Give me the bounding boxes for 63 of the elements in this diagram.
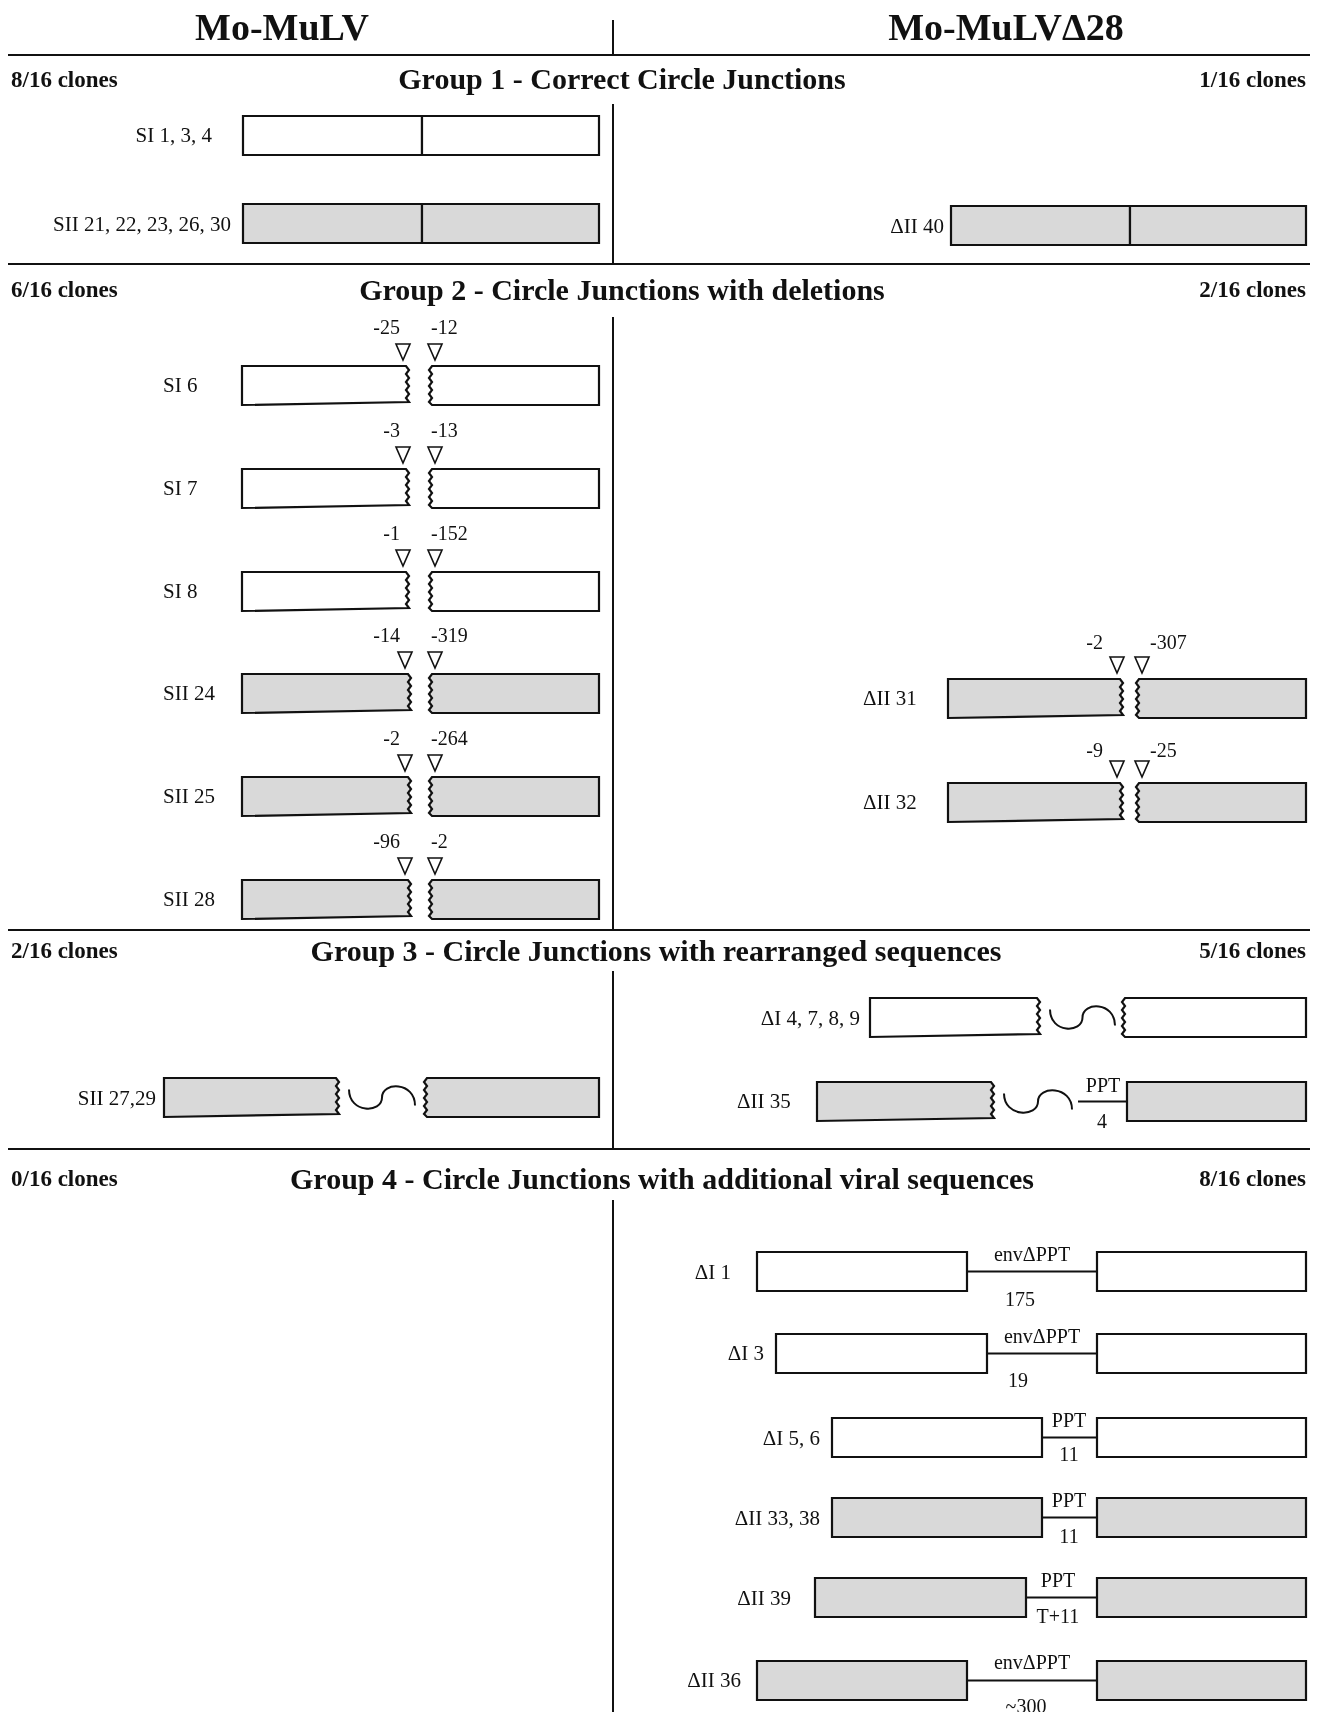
- sequence-name: envΔPPT: [993, 1652, 1071, 1672]
- deletion-position: -319: [431, 625, 468, 645]
- clone-count: 5/16 clones: [1199, 938, 1306, 962]
- sequence-name: PPT: [1051, 1410, 1087, 1430]
- sequence-name: PPT: [1085, 1075, 1121, 1095]
- sequence-length: T+11: [1036, 1606, 1080, 1626]
- sequence-name: envΔPPT: [1003, 1326, 1081, 1346]
- clone-label: ΔII 33, 38: [734, 1507, 820, 1529]
- clone-count: 1/16 clones: [1199, 67, 1306, 91]
- sequence-length: 11: [1059, 1444, 1079, 1464]
- clone-label: SI 1, 3, 4: [135, 124, 212, 146]
- clone-label: SI 6: [163, 374, 198, 396]
- clone-label: ΔII 31: [863, 687, 917, 709]
- deletion-position: -9: [1086, 740, 1103, 760]
- clone-label: ΔI 5, 6: [762, 1427, 820, 1449]
- sequence-length: 4: [1097, 1111, 1107, 1131]
- clone-count: 2/16 clones: [1199, 277, 1306, 301]
- clone-label: SII 25: [163, 785, 215, 807]
- clone-count: 0/16 clones: [11, 1166, 118, 1190]
- deletion-position: -3: [383, 420, 400, 440]
- deletion-position: -264: [431, 728, 468, 748]
- sequence-length: 175: [1005, 1289, 1035, 1309]
- clone-label: SII 21, 22, 23, 26, 30: [53, 213, 231, 235]
- clone-label: ΔI 3: [727, 1342, 764, 1364]
- clone-count: 8/16 clones: [1199, 1166, 1306, 1190]
- clone-label: SII 28: [163, 888, 215, 910]
- sequence-name: PPT: [1040, 1570, 1076, 1590]
- clone-label: SII 24: [163, 682, 215, 704]
- deletion-position: -96: [373, 831, 400, 851]
- deletion-position: -2: [383, 728, 400, 748]
- sequence-name: PPT: [1051, 1490, 1087, 1510]
- clone-label: SII 27,29: [77, 1087, 156, 1109]
- clone-label: SI 8: [163, 580, 198, 602]
- clone-label: ΔII 40: [890, 215, 944, 237]
- deletion-position: -307: [1150, 632, 1187, 652]
- deletion-position: -2: [1086, 632, 1103, 652]
- group-heading: Group 2 - Circle Junctions with deletions: [359, 275, 885, 305]
- sequence-length: 11: [1059, 1526, 1079, 1546]
- deletion-position: -14: [373, 625, 400, 645]
- clone-count: 6/16 clones: [11, 277, 118, 301]
- group-heading: Group 1 - Correct Circle Junctions: [398, 64, 846, 94]
- deletion-position: -13: [431, 420, 458, 440]
- clone-label: ΔII 36: [687, 1669, 741, 1691]
- deletion-position: -25: [1150, 740, 1177, 760]
- deletion-position: -12: [431, 317, 458, 337]
- group-heading: Group 3 - Circle Junctions with rearranged sequences: [310, 936, 1002, 966]
- sequence-name: envΔPPT: [993, 1244, 1071, 1264]
- clone-label: ΔI 1: [694, 1261, 731, 1283]
- group-heading: Group 4 - Circle Junctions with additional viral sequences: [290, 1164, 1034, 1194]
- deletion-position: -1: [383, 523, 400, 543]
- clone-label: ΔI 4, 7, 8, 9: [760, 1007, 860, 1029]
- clone-label: ΔII 39: [737, 1587, 791, 1609]
- deletion-position: -2: [431, 831, 448, 851]
- clone-count: 2/16 clones: [11, 938, 118, 962]
- sequence-length: 19: [1008, 1370, 1028, 1390]
- deletion-position: -25: [373, 317, 400, 337]
- column-heading: Mo-MuLV: [195, 8, 369, 46]
- clone-label: SI 7: [163, 477, 198, 499]
- clone-label: ΔII 35: [737, 1090, 791, 1112]
- clone-label: ΔII 32: [863, 791, 917, 813]
- column-heading: Mo-MuLVΔ28: [888, 8, 1124, 46]
- deletion-position: -152: [431, 523, 468, 543]
- clone-count: 8/16 clones: [11, 67, 118, 91]
